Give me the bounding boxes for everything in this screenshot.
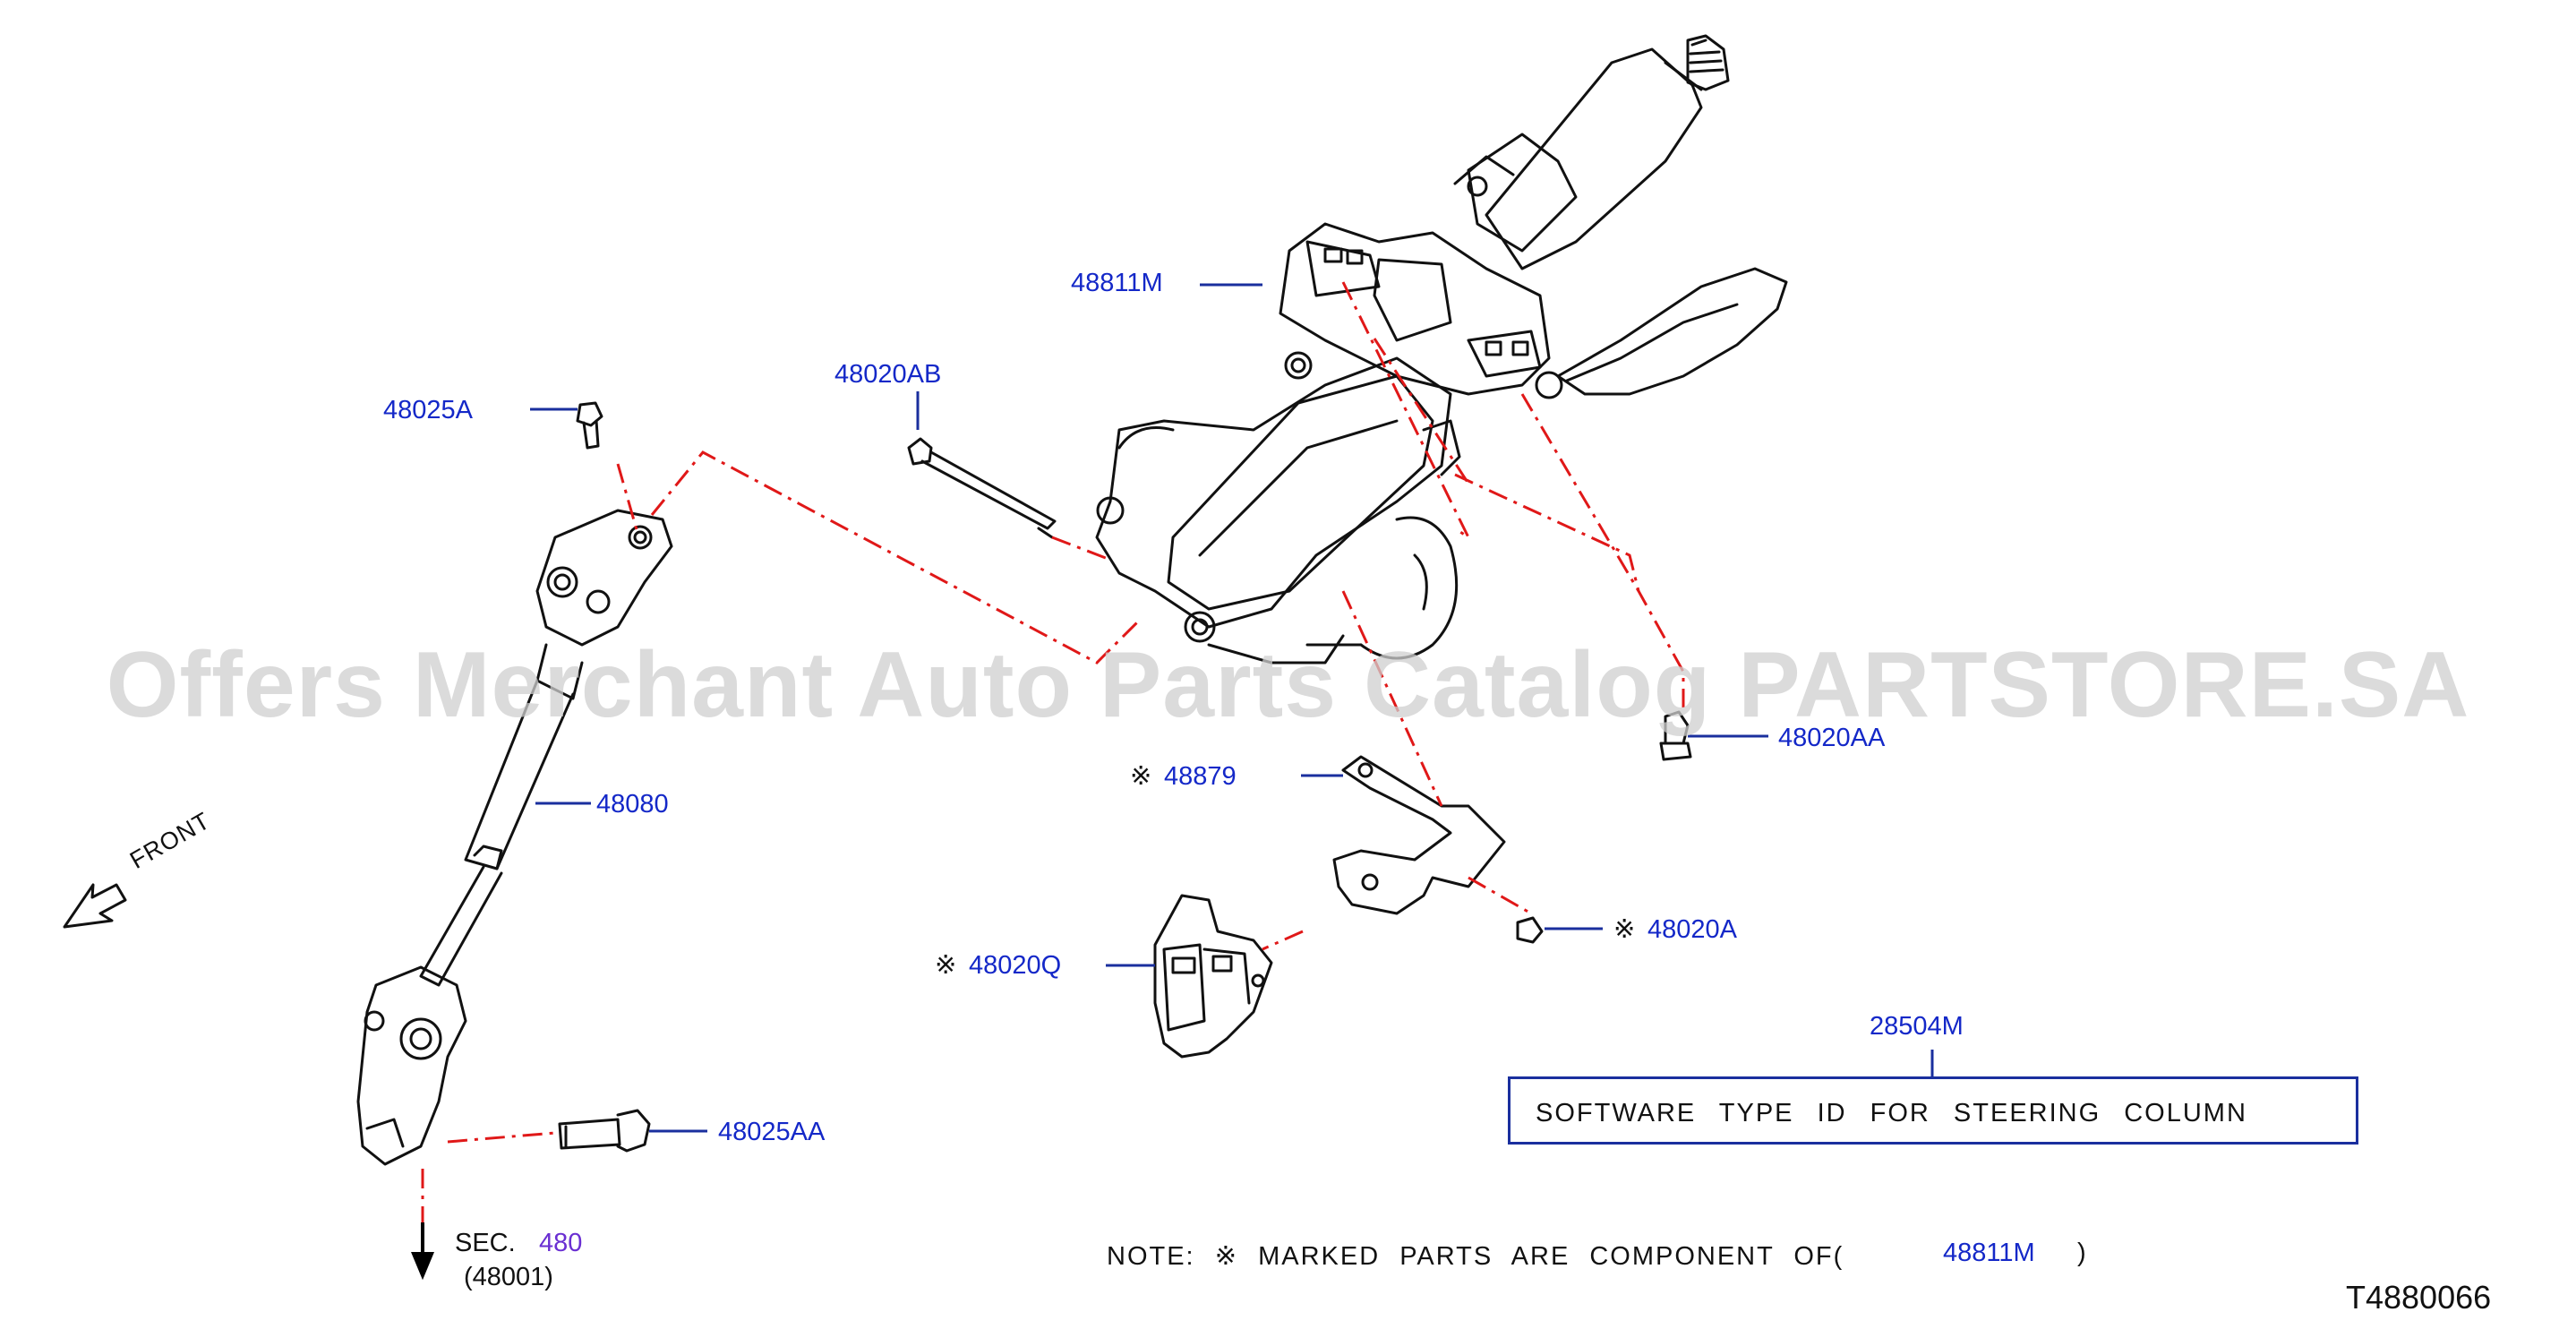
software-type-box: SOFTWARE TYPE ID FOR STEERING COLUMN — [1508, 1076, 2358, 1145]
upper-bracket-drawing — [1279, 222, 1551, 396]
mark-icon-48020Q: ※ — [935, 951, 957, 980]
mark-icon-48020A: ※ — [1613, 915, 1636, 944]
label-28504M[interactable]: 28504M — [1870, 1012, 1964, 1041]
section-arrow — [411, 1222, 434, 1281]
note-mark-icon: ※ — [1214, 1242, 1238, 1271]
bolt-48025A-drawing — [576, 401, 603, 450]
label-48020AA[interactable]: 48020AA — [1778, 724, 1886, 752]
note-text: MARKED PARTS ARE COMPONENT OF( — [1258, 1242, 1844, 1271]
watermark: Offers Merchant Auto Parts Catalog PARTS… — [106, 633, 2470, 737]
switch-48020Q-drawing — [1153, 894, 1273, 1059]
note-line: NOTE: ※ MARKED PARTS ARE COMPONENT OF( — [1107, 1240, 1844, 1272]
intermediate-shaft-drawing — [356, 509, 673, 1166]
label-48879[interactable]: 48879 — [1164, 762, 1237, 791]
bolt-48020AA-drawing — [1659, 710, 1692, 761]
label-48020AB[interactable]: 48020AB — [834, 360, 942, 389]
bolt-48025AA-drawing — [558, 1109, 651, 1153]
section-prefix: SEC. — [455, 1229, 516, 1257]
section-number-link[interactable]: 480 — [539, 1229, 583, 1257]
software-type-text: SOFTWARE TYPE ID FOR STEERING COLUMN — [1536, 1099, 2247, 1128]
note-part-link[interactable]: 48811M — [1943, 1239, 2035, 1267]
label-48020A[interactable]: 48020A — [1647, 915, 1737, 944]
label-48025A[interactable]: 48025A — [383, 396, 473, 424]
blue-leader-lines — [530, 283, 1934, 1133]
red-leader-lines — [421, 281, 1685, 1222]
label-48025AA[interactable]: 48025AA — [718, 1118, 826, 1146]
upper-shaft-drawing — [1453, 34, 1730, 270]
label-48811M[interactable]: 48811M — [1071, 269, 1163, 297]
tilt-lever-drawing — [1535, 267, 1788, 399]
note-prefix: NOTE: — [1107, 1242, 1195, 1271]
mark-icon-48879: ※ — [1130, 762, 1152, 791]
bolt-48020A-drawing — [1516, 916, 1544, 944]
bracket-48879-drawing — [1332, 755, 1506, 915]
diagram-code: T4880066 — [2346, 1279, 2492, 1316]
front-arrow-drawing — [63, 883, 127, 929]
section-sub: (48001) — [464, 1263, 553, 1291]
bolt-48020AB-drawing — [907, 437, 1057, 539]
label-48020Q[interactable]: 48020Q — [969, 951, 1062, 980]
note-suffix: ) — [2077, 1239, 2086, 1267]
column-body-drawing — [1095, 356, 1461, 664]
label-48080[interactable]: 48080 — [596, 790, 669, 819]
